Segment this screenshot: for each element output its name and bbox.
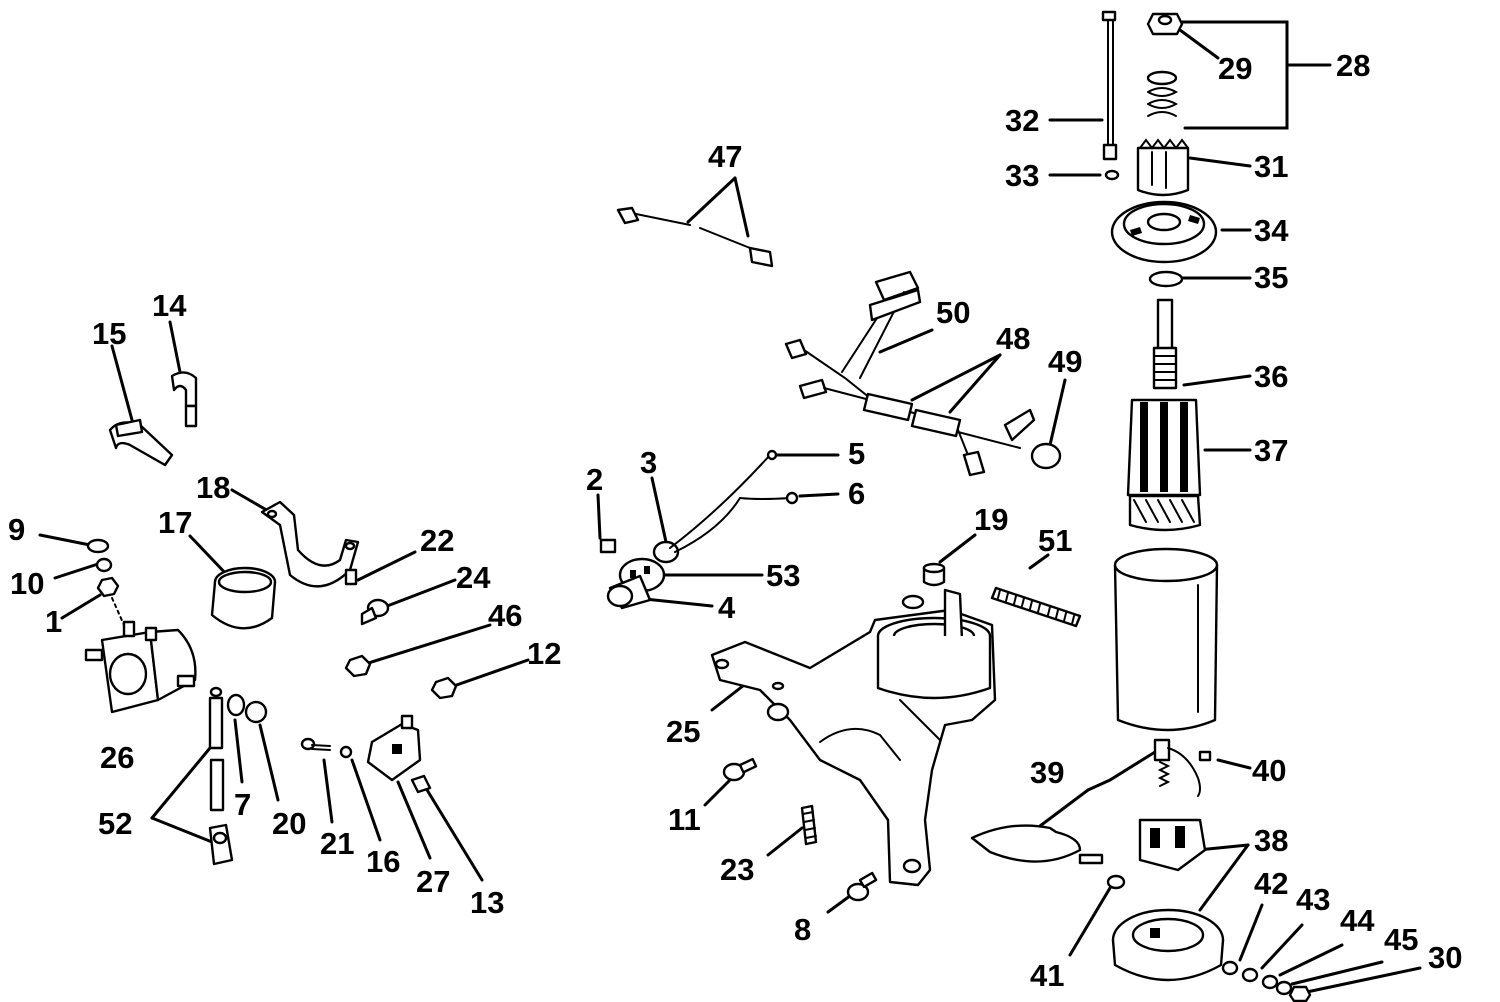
callout-26: 26 <box>100 740 134 775</box>
callout-53: 53 <box>766 558 800 593</box>
callout-47: 47 <box>708 139 742 174</box>
switch-assembly <box>599 449 799 610</box>
callout-49: 49 <box>1048 344 1082 379</box>
callout-16: 16 <box>366 844 400 879</box>
callout-15: 15 <box>92 316 126 351</box>
callout-42: 42 <box>1254 866 1288 901</box>
callout-34: 34 <box>1254 213 1289 248</box>
callout-36: 36 <box>1254 359 1288 394</box>
callout-6: 6 <box>848 476 865 511</box>
callout-22: 22 <box>420 523 454 558</box>
callout-21: 21 <box>320 826 354 861</box>
callout-23: 23 <box>720 852 754 887</box>
callout-52: 52 <box>98 806 132 841</box>
callout-5: 5 <box>848 436 865 471</box>
starter-motor-assembly <box>970 10 1312 1002</box>
callout-43: 43 <box>1296 882 1330 917</box>
mounting-bracket-assembly <box>710 562 1082 902</box>
callout-labels: 1 2 3 4 5 6 7 8 9 10 11 12 13 14 15 16 1… <box>8 48 1462 993</box>
callout-37: 37 <box>1254 433 1288 468</box>
callout-17: 17 <box>158 505 192 540</box>
callout-24: 24 <box>456 560 491 595</box>
callout-41: 41 <box>1030 958 1064 993</box>
callout-50: 50 <box>936 295 970 330</box>
callout-44: 44 <box>1340 903 1375 938</box>
callout-40: 40 <box>1252 753 1286 788</box>
callout-4: 4 <box>718 590 736 625</box>
wiring-harness <box>616 206 1062 477</box>
callout-39: 39 <box>1030 755 1064 790</box>
callout-11: 11 <box>668 802 701 837</box>
callout-9: 9 <box>8 512 25 547</box>
callout-30: 30 <box>1428 940 1462 975</box>
callout-32: 32 <box>1005 103 1039 138</box>
callout-28: 28 <box>1336 48 1370 83</box>
callout-19: 19 <box>974 502 1008 537</box>
callout-10: 10 <box>10 566 44 601</box>
callout-7: 7 <box>234 787 251 822</box>
callout-29: 29 <box>1218 51 1252 86</box>
callout-2: 2 <box>586 462 603 497</box>
callout-38: 38 <box>1254 823 1288 858</box>
callout-35: 35 <box>1254 260 1288 295</box>
left-side-parts <box>84 371 458 866</box>
callout-25: 25 <box>666 714 700 749</box>
callout-1: 1 <box>45 604 62 639</box>
callout-8: 8 <box>794 912 811 947</box>
callout-27: 27 <box>416 864 450 899</box>
callout-51: 51 <box>1038 523 1072 558</box>
callout-18: 18 <box>196 470 230 505</box>
callout-20: 20 <box>272 806 306 841</box>
callout-14: 14 <box>152 288 187 323</box>
callout-12: 12 <box>527 636 561 671</box>
callout-46: 46 <box>488 598 522 633</box>
callout-48: 48 <box>996 321 1030 356</box>
callout-33: 33 <box>1005 158 1039 193</box>
callout-45: 45 <box>1384 922 1418 957</box>
callout-13: 13 <box>470 885 504 920</box>
callout-3: 3 <box>640 445 657 480</box>
callout-31: 31 <box>1254 149 1288 184</box>
